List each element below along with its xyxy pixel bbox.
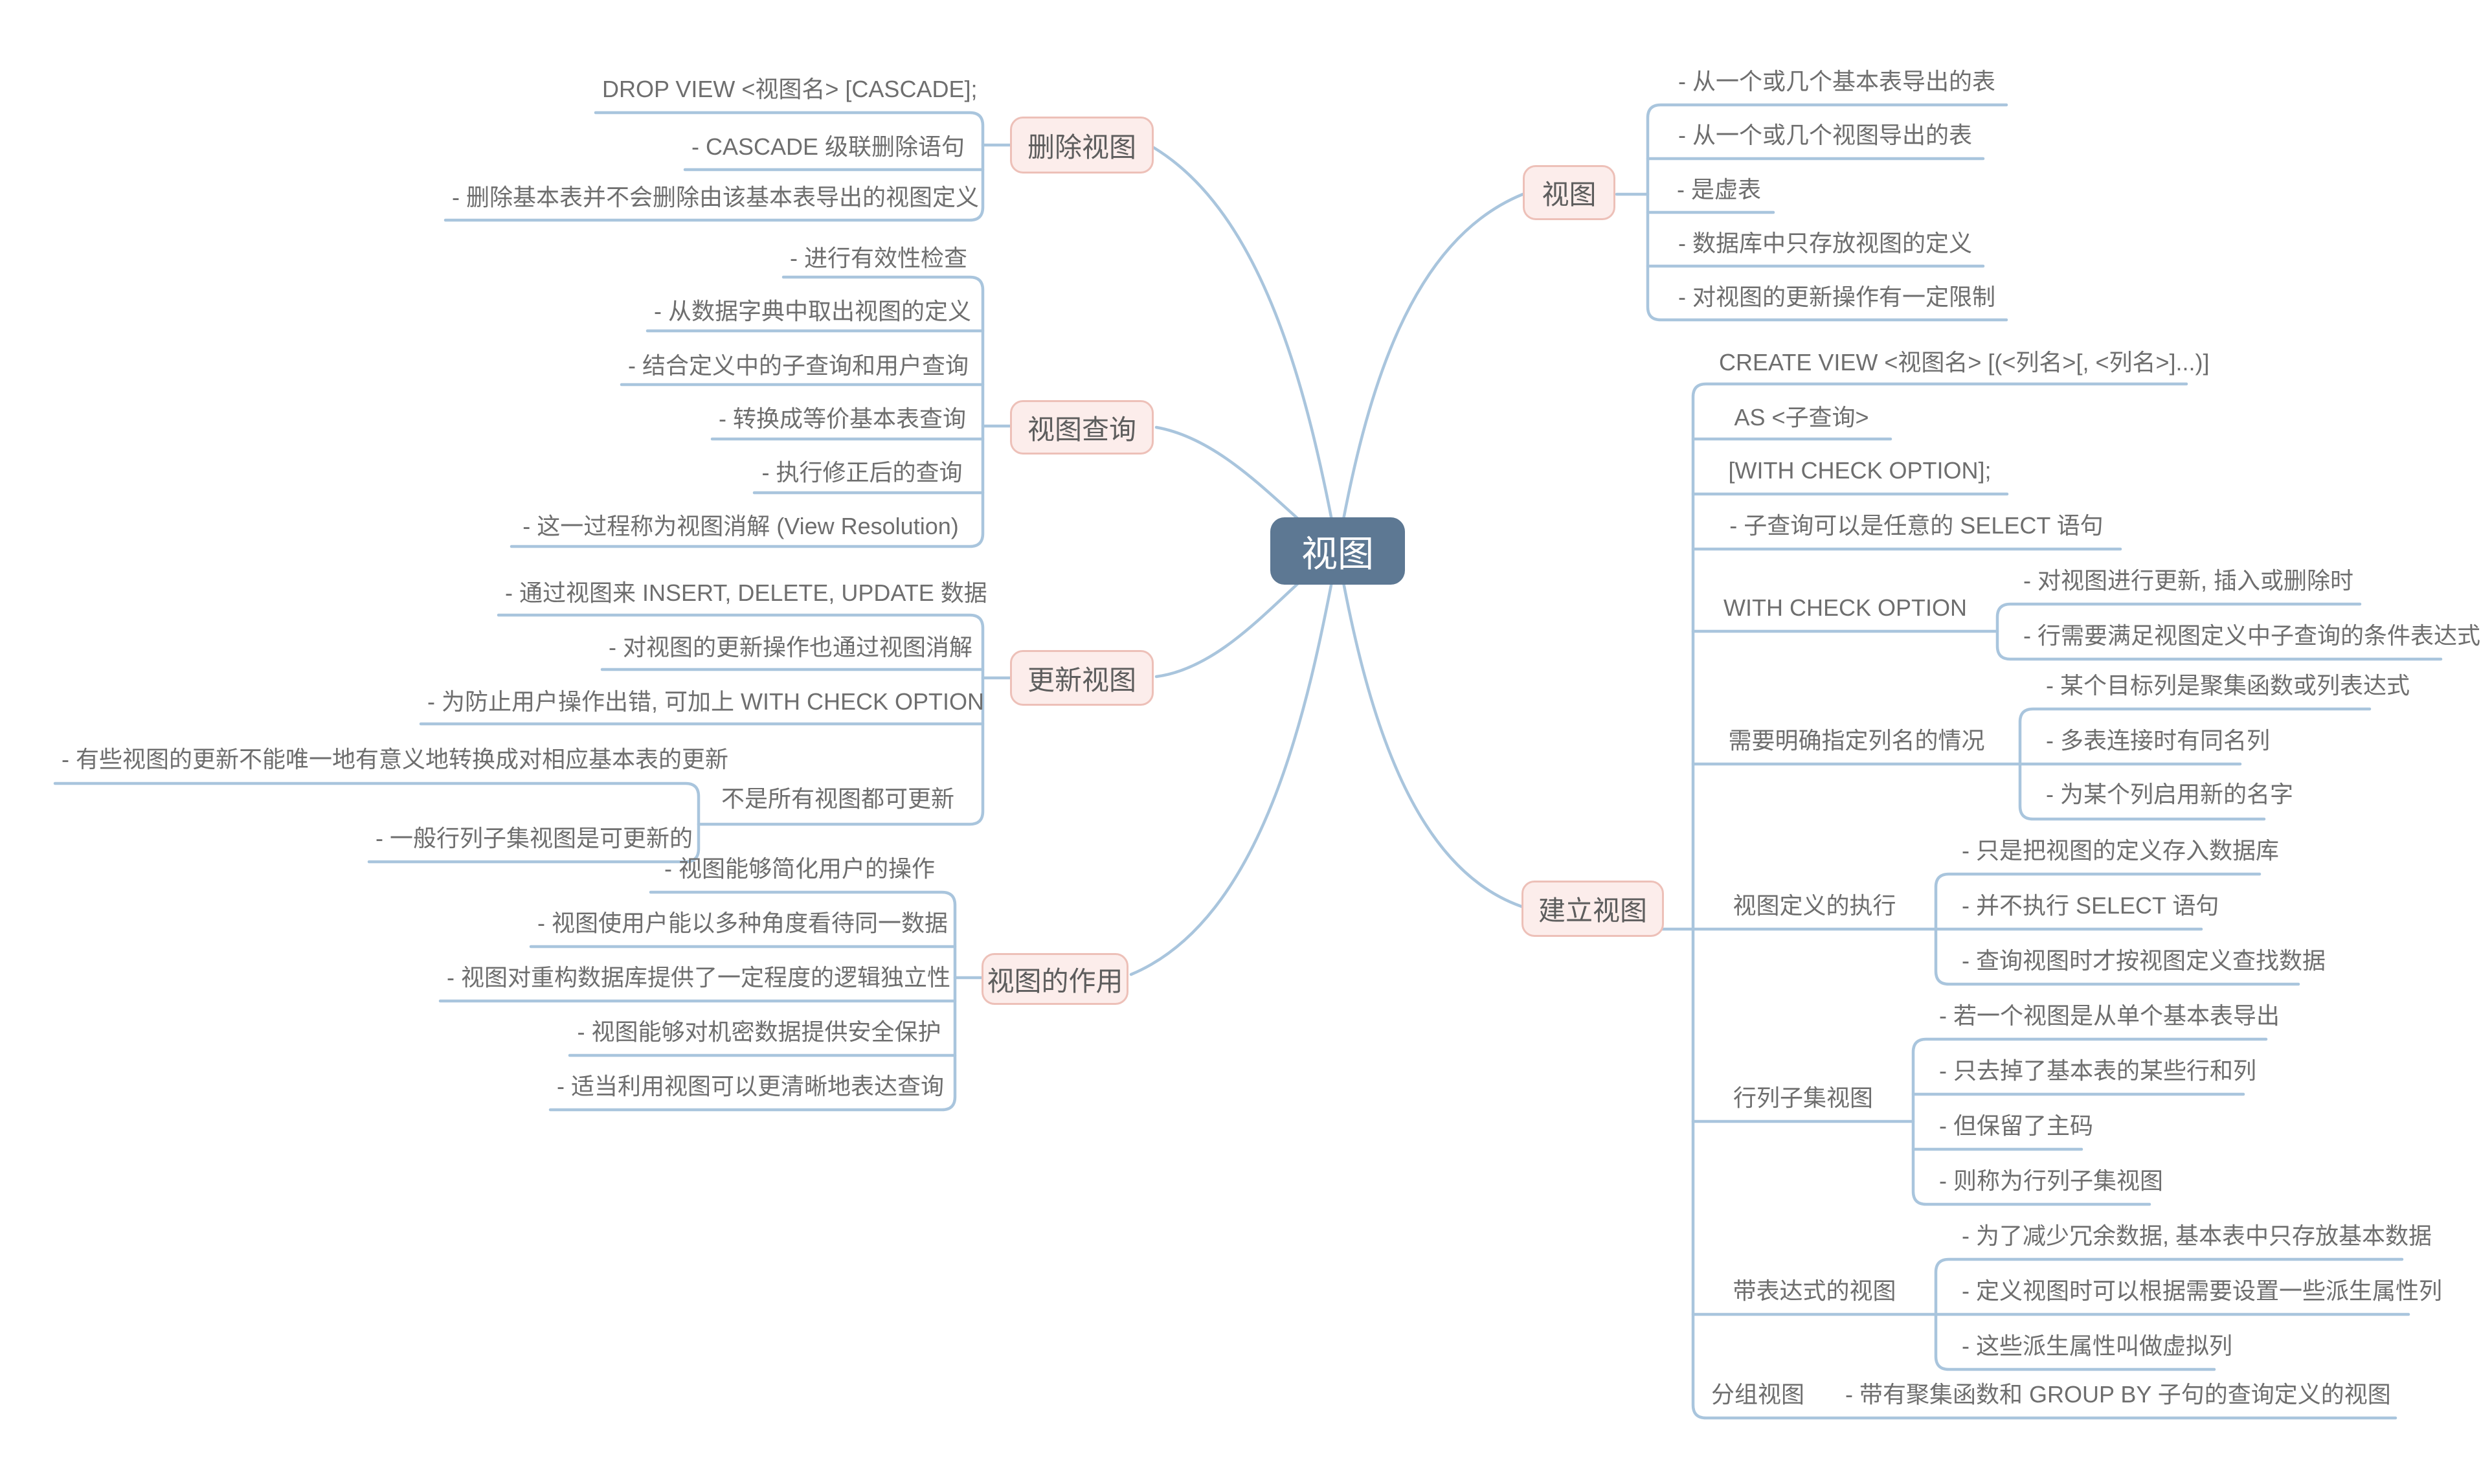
- leaf-cascade[interactable]: - CASCADE 级联删除语句: [691, 133, 965, 160]
- trunk-definition-exec: [1934, 872, 2300, 986]
- leaf-execute-revised[interactable]: - 执行修正后的查询: [761, 459, 963, 486]
- leaf-virtual-table[interactable]: - 是虚表: [1677, 176, 1761, 203]
- curve-to-delete-view: [1152, 146, 1340, 553]
- leaf-with-check-option-hint[interactable]: - 为防止用户操作出错, 可加上 WITH CHECK OPTION: [427, 688, 984, 715]
- leaf-aggregate-or-expression[interactable]: - 某个目标列是聚集函数或列表达式: [2046, 672, 2410, 699]
- leaf-query-time-lookup[interactable]: - 查询视图时才按视图定义查找数据: [1962, 947, 2326, 974]
- leaf-with-check-syntax[interactable]: [WITH CHECK OPTION];: [1728, 457, 1992, 484]
- leaf-dictionary-definition[interactable]: - 从数据字典中取出视图的定义: [654, 298, 971, 324]
- curve-to-view-role: [1129, 549, 1340, 976]
- label-expression-view[interactable]: 带表达式的视图: [1733, 1277, 1896, 1304]
- label-definition-exec[interactable]: 视图定义的执行: [1733, 892, 1896, 919]
- leaf-drop-base-table[interactable]: - 删除基本表并不会删除由该基本表导出的视图定义: [452, 184, 979, 210]
- leaf-multiple-angles[interactable]: - 视图使用户能以多种角度看待同一数据: [537, 910, 948, 936]
- leaf-store-definition[interactable]: - 只是把视图的定义存入数据库: [1962, 837, 2279, 864]
- topic-view[interactable]: 视图: [1523, 165, 1615, 220]
- leaf-combine-subquery[interactable]: - 结合定义中的子查询和用户查询: [628, 352, 969, 379]
- leaf-rowcol-updatable[interactable]: - 一般行列子集视图是可更新的: [376, 825, 693, 851]
- leaf-update-limits[interactable]: - 对视图的更新操作有一定限制: [1678, 284, 1995, 310]
- leaf-logical-independence[interactable]: - 视图对重构数据库提供了一定程度的逻辑独立性: [447, 964, 950, 991]
- leaf-clearer-query[interactable]: - 适当利用视图可以更清晰地表达查询: [557, 1073, 944, 1099]
- label-not-all-updatable[interactable]: 不是所有视图都可更新: [721, 785, 954, 812]
- topic-query-view[interactable]: 视图查询: [1010, 400, 1154, 455]
- label-grouped-view[interactable]: 分组视图: [1711, 1381, 1804, 1408]
- leaf-insert-delete-update[interactable]: - 通过视图来 INSERT, DELETE, UPDATE 数据: [505, 579, 987, 606]
- curve-to-create-view: [1336, 549, 1523, 908]
- leaf-derived-from-base[interactable]: - 从一个或几个基本表导出的表: [1678, 68, 1995, 95]
- leaf-only-definition-stored[interactable]: - 数据库中只存放视图的定义: [1678, 230, 1972, 256]
- leaf-any-select[interactable]: - 子查询可以是任意的 SELECT 语句: [1729, 512, 2104, 539]
- leaf-new-column-name[interactable]: - 为某个列启用新的名字: [2046, 781, 2293, 807]
- leaf-rows-satisfy-condition[interactable]: - 行需要满足视图定义中子查询的条件表达式: [2023, 622, 2480, 649]
- leaf-virtual-columns[interactable]: - 这些派生属性叫做虚拟列: [1962, 1332, 2232, 1359]
- trunk-column-names: [2018, 707, 2372, 821]
- trunk-query-view: [510, 275, 985, 548]
- leaf-security-protection[interactable]: - 视图能够对机密数据提供安全保护: [577, 1018, 941, 1045]
- trunk-delete-view: [443, 111, 985, 222]
- topic-create-view[interactable]: 建立视图: [1521, 881, 1664, 937]
- leaf-single-base-table[interactable]: - 若一个视图是从单个基本表导出: [1939, 1002, 2280, 1029]
- leaf-kept-primary-key[interactable]: - 但保留了主码: [1939, 1112, 2093, 1139]
- leaf-group-by-view[interactable]: - 带有聚集函数和 GROUP BY 子句的查询定义的视图: [1845, 1381, 2391, 1408]
- leaf-no-select-exec[interactable]: - 并不执行 SELECT 语句: [1962, 892, 2219, 919]
- leaf-validity-check[interactable]: - 进行有效性检查: [790, 245, 967, 271]
- trunk-with-check: [1995, 602, 2443, 661]
- leaf-drop-view-syntax[interactable]: DROP VIEW <视图名> [CASCADE];: [602, 76, 978, 102]
- curve-to-view-topic: [1336, 192, 1525, 553]
- leaf-view-resolution[interactable]: - 这一过程称为视图消解 (View Resolution): [522, 513, 959, 539]
- root-topic[interactable]: 视图: [1270, 517, 1405, 585]
- leaf-update-resolution[interactable]: - 对视图的更新操作也通过视图消解: [609, 634, 972, 660]
- leaf-create-view-syntax[interactable]: CREATE VIEW <视图名> [(<列名>[, <列名>]...)]: [1719, 349, 2210, 376]
- topic-update-view[interactable]: 更新视图: [1010, 650, 1154, 706]
- topic-view-role[interactable]: 视图的作用: [982, 953, 1128, 1005]
- leaf-not-unique-translate[interactable]: - 有些视图的更新不能唯一地有意义地转换成对相应基本表的更新: [62, 746, 728, 772]
- label-column-names[interactable]: 需要明确指定列名的情况: [1728, 727, 1985, 754]
- leaf-reduce-redundancy[interactable]: - 为了减少冗余数据, 基本表中只存放基本数据: [1962, 1222, 2432, 1249]
- leaf-simplify-operation[interactable]: - 视图能够简化用户的操作: [664, 855, 935, 882]
- leaf-when-update-insert-delete[interactable]: - 对视图进行更新, 插入或删除时: [2023, 567, 2353, 594]
- leaf-removed-rows-cols[interactable]: - 只去掉了基本表的某些行和列: [1939, 1057, 2256, 1084]
- leaf-as-subquery[interactable]: AS <子查询>: [1734, 404, 1869, 431]
- leaf-equivalent-query[interactable]: - 转换成等价基本表查询: [719, 405, 966, 432]
- leaf-same-name-columns[interactable]: - 多表连接时有同名列: [2046, 727, 2270, 754]
- leaf-derived-from-view[interactable]: - 从一个或几个视图导出的表: [1678, 122, 1972, 148]
- topic-delete-view[interactable]: 删除视图: [1010, 117, 1154, 174]
- trunk-create-view: [1691, 382, 2397, 1420]
- leaf-derived-attribute-cols[interactable]: - 定义视图时可以根据需要设置一些派生属性列: [1962, 1277, 2442, 1304]
- trunk-update-view: [497, 613, 985, 826]
- trunk-row-col-subset: [1911, 1037, 2268, 1206]
- trunk-not-all-updatable: [53, 781, 701, 864]
- label-row-col-subset[interactable]: 行列子集视图: [1733, 1085, 1873, 1111]
- label-with-check-option[interactable]: WITH CHECK OPTION: [1723, 594, 1967, 621]
- trunk-expression: [1934, 1257, 2404, 1371]
- leaf-called-rowcol-subset[interactable]: - 则称为行列子集视图: [1939, 1167, 2163, 1194]
